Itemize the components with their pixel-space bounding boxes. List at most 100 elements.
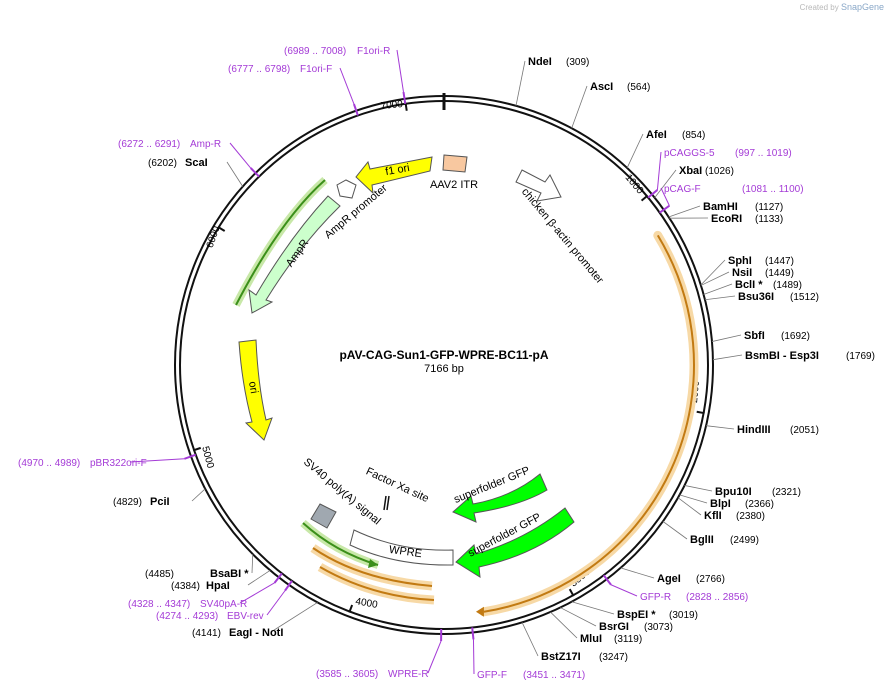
feature-f1-ori[interactable]: f1 ori [355, 156, 433, 195]
enzyme-hpai[interactable]: HpaI [206, 580, 230, 592]
enzyme-bsrgi[interactable]: BsrGI [599, 621, 629, 633]
tick-label-5000: 5000 [199, 445, 215, 470]
ampr-arrow [248, 195, 341, 314]
primer-ebv-rev[interactable]: EBV-rev [227, 611, 264, 622]
leader-eagi-noti [270, 602, 318, 633]
primer-pcag-f[interactable]: pCAG-F [664, 184, 701, 195]
primer-mark-pcaggs-5 [647, 189, 659, 199]
leader-sbfi [711, 334, 742, 342]
leader-bspei [571, 601, 615, 615]
credit-prefix: Created by [799, 3, 839, 12]
factor-xa-label: Factor Xa site [364, 466, 431, 506]
tick-mark-7000 [404, 102, 408, 111]
tick-mark-6000 [217, 225, 226, 232]
enzyme-pos-bamhi: (1127) [755, 202, 783, 213]
primer-range-amp-r: (6272 .. 6291) [118, 139, 180, 150]
enzyme-bsmbi-esp3i[interactable]: BsmBI - Esp3I [745, 350, 819, 362]
feature-aav2-itr[interactable]: AAV2 ITR [430, 154, 478, 191]
enzyme-bpu10i[interactable]: Bpu10I [715, 486, 752, 498]
plasmid-name: pAV-CAG-Sun1-GFP-WPRE-BC11-pA [339, 348, 548, 362]
enzyme-eagi-noti[interactable]: EagI - NotI [229, 627, 283, 639]
enzyme-mlui[interactable]: MluI [580, 633, 602, 645]
enzyme-sbfi[interactable]: SbfI [744, 330, 765, 342]
orf-arc [483, 234, 695, 613]
enzyme-pos-bspei: (3019) [669, 610, 698, 621]
primer-leader-f1ori-f [339, 67, 355, 105]
snapgene-credit: Created by SnapGene [800, 2, 884, 12]
enzyme-afei[interactable]: AfeI [646, 129, 667, 141]
primer-pcaggs-5[interactable]: pCAGGS-5 [664, 148, 715, 159]
feature-wpre[interactable]: WPRE [349, 529, 454, 566]
wpre-arrow [349, 529, 454, 566]
primer-amp-r[interactable]: Amp-R [190, 139, 221, 150]
feature-ampr[interactable]: AmpR [232, 177, 341, 314]
enzyme-bstz17i[interactable]: BstZ17I [541, 651, 581, 663]
primer-leader-pbr322ori-f [129, 458, 185, 463]
primer-mark-pbr322ori-f [184, 453, 197, 460]
enzyme-pos-kfli: (2380) [736, 511, 765, 522]
primer-range-sv40pa-r: (4328 .. 4347) [128, 599, 190, 610]
enzyme-bglii[interactable]: BglII [690, 534, 714, 546]
primer-wpre-r[interactable]: WPRE-R [388, 669, 429, 680]
primer-f1ori-f[interactable]: F1ori-F [300, 64, 332, 75]
enzyme-agei[interactable]: AgeI [657, 573, 681, 585]
enzyme-ndei[interactable]: NdeI [528, 56, 552, 68]
leader-hindiii [706, 425, 735, 430]
enzyme-kfli[interactable]: KflI [704, 510, 722, 522]
feature-chicken-b-actin-promoter[interactable]: chicken β-actin promoter [515, 169, 606, 286]
enzyme-bsu36i[interactable]: Bsu36I [738, 291, 774, 303]
enzyme-pos-pcii: (4829) [113, 497, 142, 508]
enzyme-scai[interactable]: ScaI [185, 157, 208, 169]
enzyme-pos-ndei: (309) [566, 57, 589, 68]
primer-sv40pa-r[interactable]: SV40pA-R [200, 599, 247, 610]
aav2-itr-label: AAV2 ITR [430, 179, 478, 191]
primer-pbr322ori-f[interactable]: pBR322ori-F [90, 458, 147, 469]
leader-nsii [700, 271, 730, 286]
sfgfp-2-arrow [455, 507, 575, 578]
enzyme-bspei[interactable]: BspEI * [617, 609, 656, 621]
enzyme-bcli[interactable]: BclI * [735, 279, 763, 291]
primer-gfp-r[interactable]: GFP-R [640, 592, 671, 603]
enzyme-pos-bsmbi-esp3i: (1769) [846, 351, 875, 362]
enzyme-asci[interactable]: AscI [590, 81, 613, 93]
leader-pcii [191, 488, 206, 502]
primer-f1ori-r[interactable]: F1ori-R [357, 46, 390, 57]
enzyme-pos-hpai: (4384) [171, 581, 200, 592]
feature-factor-xa-site[interactable]: Factor Xa site [364, 466, 431, 511]
tick-label-6000: 6000 [205, 224, 223, 249]
enzyme-sphi[interactable]: SphI [728, 255, 752, 267]
primer-mark-amp-r [249, 167, 260, 178]
feature-ori[interactable]: ori [238, 339, 273, 441]
tick-mark-1000 [640, 194, 649, 202]
enzyme-bamhi[interactable]: BamHI [703, 201, 738, 213]
leader-bamhi [668, 205, 701, 218]
enzyme-pos-xbai: (1026) [705, 166, 734, 177]
enzyme-pcii[interactable]: PciI [150, 496, 170, 508]
enzyme-xbai[interactable]: XbaI [679, 165, 702, 177]
leader-bsrgi [560, 607, 597, 627]
leader-line-layer [129, 49, 743, 675]
primer-mark-gfp-f [471, 627, 475, 640]
primer-gfp-f[interactable]: GFP-F [477, 670, 507, 681]
f1-ori-arrow [355, 156, 433, 195]
sfgfp-1-arrow [452, 473, 548, 523]
enzyme-pos-bpu10i: (2321) [772, 487, 801, 498]
cba-promoter-arrow [515, 169, 562, 202]
factor-xa-mark-1 [383, 495, 387, 511]
primer-range-ebv-rev: (4274 .. 4293) [156, 611, 218, 622]
enzyme-nsii[interactable]: NsiI [732, 267, 752, 279]
primer-range-gfp-f: (3451 .. 3471) [523, 670, 585, 681]
tick-mark-2000 [696, 410, 705, 415]
enzyme-pos-bsabi: (4485) [145, 569, 174, 580]
enzyme-bsabi[interactable]: BsaBI * [210, 568, 249, 580]
enzyme-ecori[interactable]: EcoRI [711, 213, 742, 225]
tick-mark-5000 [192, 446, 202, 452]
leader-blpi [679, 494, 708, 504]
enzyme-hindiii[interactable]: HindIII [737, 424, 771, 436]
enzyme-pos-bcli: (1489) [773, 280, 802, 291]
enzyme-blpi[interactable]: BlpI [710, 498, 731, 510]
primer-mark-ebv-rev [284, 580, 293, 592]
primer-leader-gfp-f [472, 639, 475, 675]
wpre-label: WPRE [388, 544, 422, 560]
